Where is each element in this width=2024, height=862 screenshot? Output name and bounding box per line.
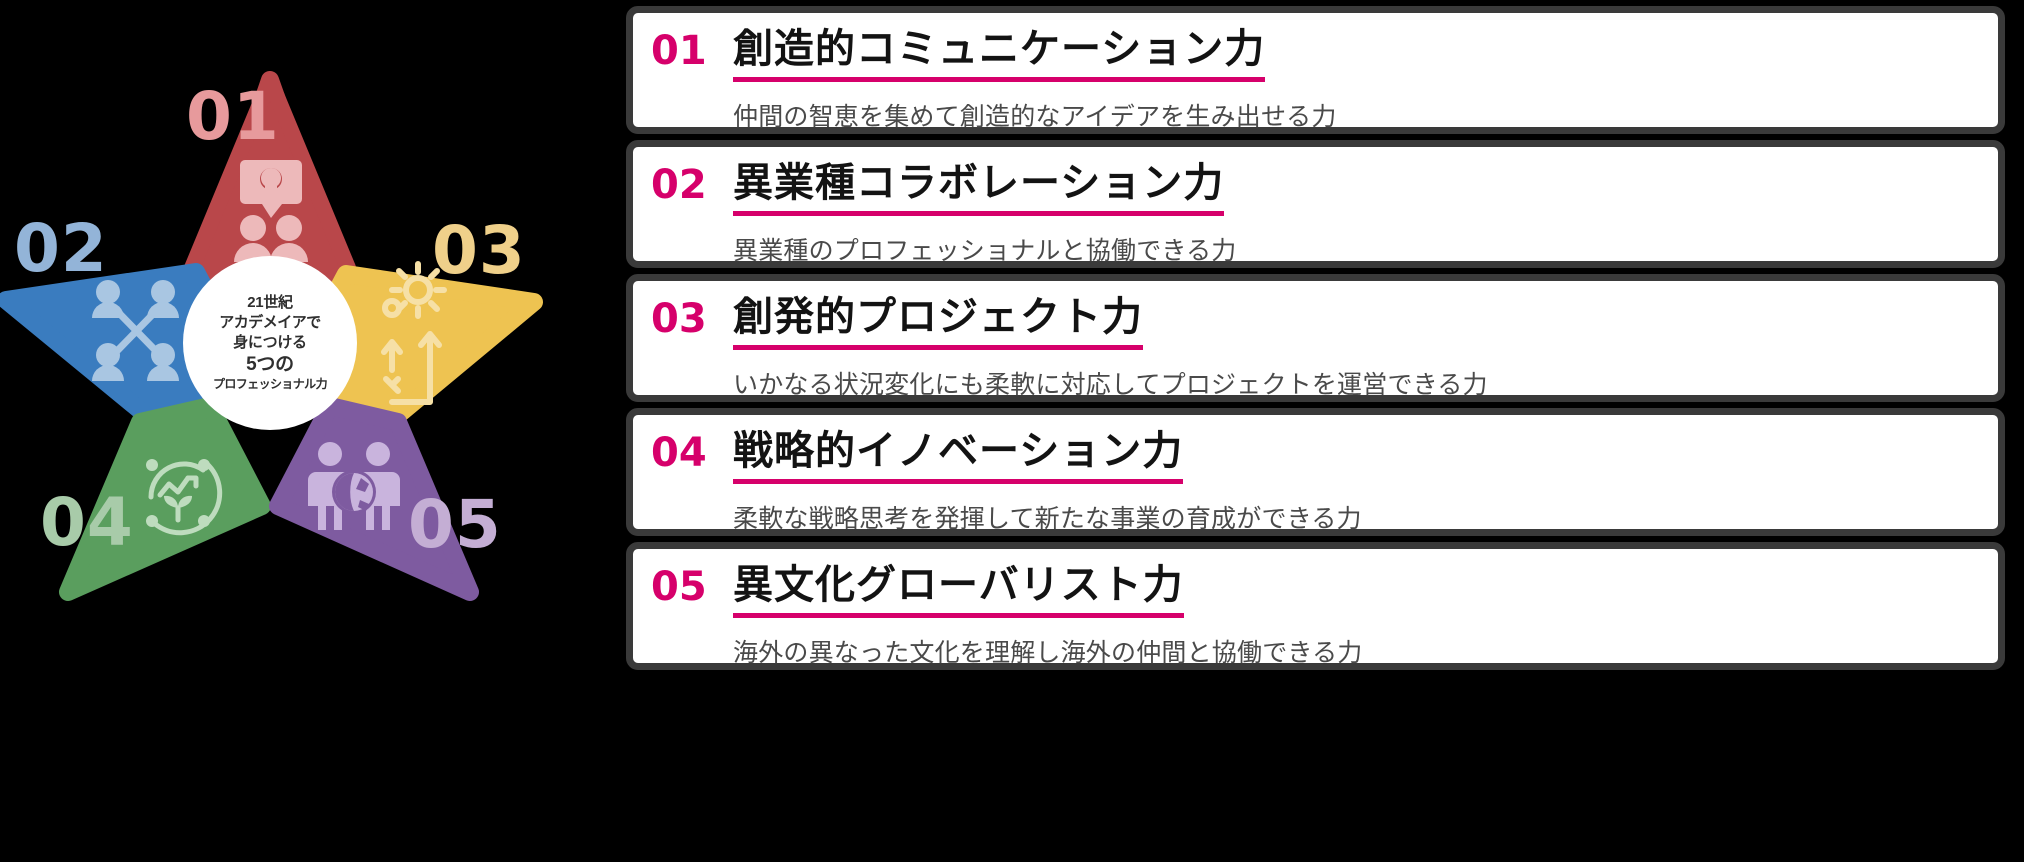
star-diagram: 01 02 03 04 05 21世紀 アカデメイアで 身につける 5つの プロ… [0, 0, 600, 862]
capability-card-01[interactable]: 01 創造的コミュニケーション力 仲間の智恵を集めて創造的なアイデアを生み出せる… [626, 6, 2005, 134]
growth-chart-plant-icon [146, 459, 223, 536]
card-title: 戦略的イノベーション力 [733, 428, 1184, 484]
star-label-01: 01 [186, 78, 280, 155]
card-number: 02 [651, 162, 707, 208]
card-header: 04 戦略的イノベーション力 [651, 428, 1980, 484]
card-number: 04 [651, 430, 707, 476]
capability-card-list: 01 創造的コミュニケーション力 仲間の智恵を集めて創造的なアイデアを生み出せる… [626, 0, 2016, 862]
star-shapes [0, 71, 543, 601]
star-label-03: 03 [432, 212, 526, 289]
card-title: 異文化グローバリスト力 [733, 562, 1184, 618]
card-header: 03 創発的プロジェクト力 [651, 294, 1980, 350]
center-line-3: 身につける [233, 333, 307, 351]
center-line-4: 5つの [246, 353, 294, 375]
card-description: 海外の異なった文化を理解し海外の仲間と協働できる力 [733, 638, 1363, 667]
gears-growth-arrows-icon [381, 261, 447, 405]
center-line-2: アカデメイアで [219, 313, 321, 331]
card-description: いかなる状況変化にも柔軟に対応してプロジェクトを運営できる力 [733, 370, 1488, 399]
card-number: 01 [651, 28, 707, 74]
card-description: 仲間の智恵を集めて創造的なアイデアを生み出せる力 [733, 102, 1337, 131]
center-line-5: プロフェッショナル力 [212, 377, 328, 392]
star-label-02: 02 [14, 210, 108, 287]
network-people-icon [92, 280, 179, 381]
capability-card-05[interactable]: 05 異文化グローバリスト力 海外の異なった文化を理解し海外の仲間と協働できる力 [626, 542, 2005, 670]
card-number: 05 [651, 564, 707, 610]
capability-card-02[interactable]: 02 異業種コラボレーション力 異業種のプロフェッショナルと協働できる力 [626, 140, 2005, 268]
star-label-04: 04 [40, 484, 134, 561]
star-point-01[interactable] [184, 71, 356, 330]
card-header: 05 異文化グローバリスト力 [651, 562, 1980, 618]
global-people-icon [308, 442, 400, 530]
card-title: 創発的プロジェクト力 [733, 294, 1143, 350]
card-header: 02 異業種コラボレーション力 [651, 160, 1980, 216]
capability-card-03[interactable]: 03 創発的プロジェクト力 いかなる状況変化にも柔軟に対応してプロジェクトを運営… [626, 274, 2005, 402]
star-label-05: 05 [408, 486, 502, 563]
center-circle: 21世紀 アカデメイアで 身につける 5つの プロフェッショナル力 [183, 256, 357, 430]
card-title: 創造的コミュニケーション力 [733, 26, 1266, 82]
center-line-1: 21世紀 [247, 294, 293, 312]
card-number: 03 [651, 296, 707, 342]
capability-card-04[interactable]: 04 戦略的イノベーション力 柔軟な戦略思考を発揮して新たな事業の育成ができる力 [626, 408, 2005, 536]
card-header: 01 創造的コミュニケーション力 [651, 26, 1980, 82]
card-title: 異業種コラボレーション力 [733, 160, 1225, 216]
card-description: 柔軟な戦略思考を発揮して新たな事業の育成ができる力 [733, 504, 1362, 533]
card-description: 異業種のプロフェッショナルと協働できる力 [733, 236, 1237, 265]
presentation-idea-people-icon [234, 160, 308, 262]
